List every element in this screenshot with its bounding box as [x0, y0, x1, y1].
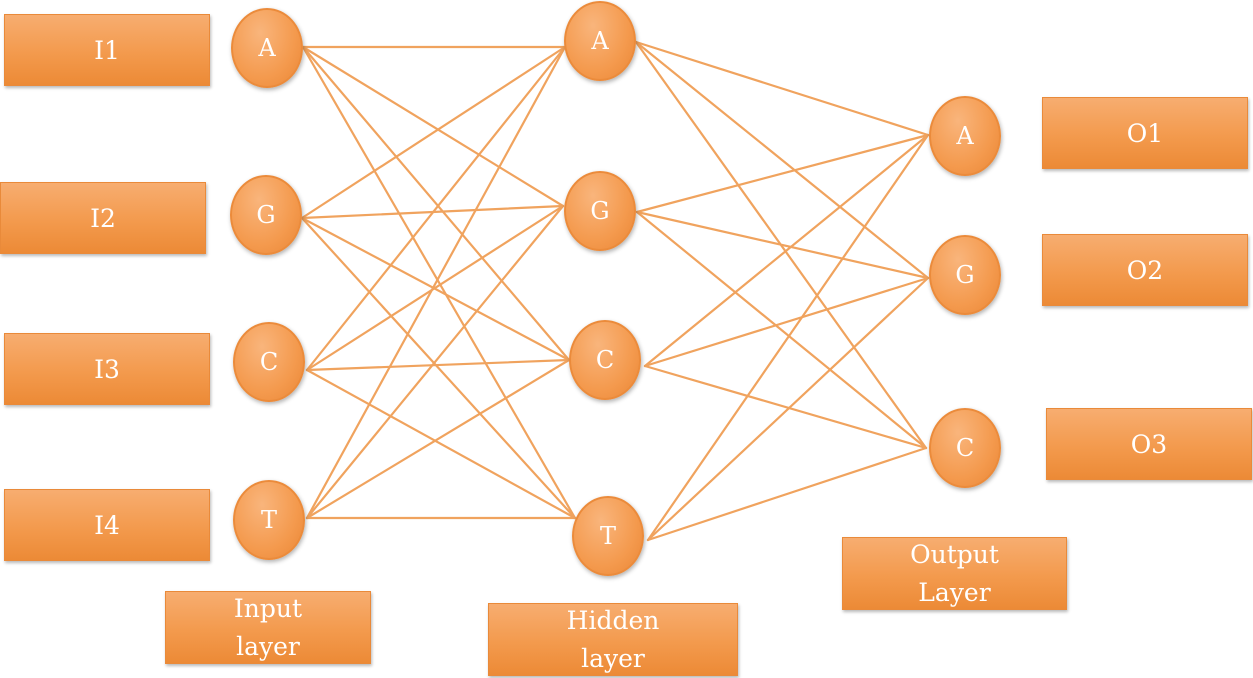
input-node-t: T [233, 480, 305, 560]
edge-input-hidden [305, 358, 571, 372]
edge-input-hidden [301, 45, 571, 362]
edge-input-hidden [300, 216, 571, 362]
hidden-node-a: A [564, 1, 636, 81]
input-node-c: C [233, 322, 305, 402]
input-layer-caption: Input layer [165, 591, 371, 664]
edge-hidden-output [635, 133, 930, 214]
output-box-o1: O1 [1042, 97, 1248, 169]
edge-hidden-output [634, 40, 930, 280]
output-box-o3: O3 [1046, 408, 1252, 480]
output-node-a: A [929, 96, 1001, 176]
edge-input-hidden [300, 45, 567, 220]
edge-hidden-output [635, 210, 928, 450]
edge-input-hidden [301, 45, 577, 520]
edge-input-hidden [305, 45, 567, 520]
edge-hidden-output [643, 276, 930, 368]
hidden-node-t: T [572, 496, 644, 576]
input-node-a: A [231, 8, 303, 88]
edge-hidden-output [646, 133, 930, 542]
hidden-node-g: G [564, 171, 636, 251]
output-caption-line2: Layer [918, 577, 991, 607]
hidden-node-c: C [569, 320, 641, 400]
output-node-c: C [929, 408, 1001, 488]
input-caption-line2: layer [236, 631, 300, 661]
hidden-caption-line2: layer [581, 643, 645, 673]
input-caption-line1: Input [233, 594, 303, 623]
edge-hidden-output [634, 40, 930, 137]
edge-input-hidden [305, 358, 571, 520]
edge-input-hidden [300, 216, 577, 520]
edge-input-hidden [305, 204, 565, 520]
input-box-i3: I3 [4, 333, 210, 405]
edge-hidden-output [635, 210, 930, 280]
edge-hidden-output [643, 364, 928, 450]
input-box-i4: I4 [4, 489, 210, 561]
hidden-layer-caption: Hidden layer [488, 603, 738, 676]
edge-input-hidden [305, 204, 565, 372]
input-node-g: G [230, 175, 302, 255]
edge-input-hidden [305, 368, 577, 520]
edge-hidden-output [646, 446, 928, 542]
output-caption-line1: Output [910, 540, 999, 569]
edge-input-hidden [301, 45, 565, 208]
input-box-i2: I2 [0, 182, 206, 254]
hidden-caption-line1: Hidden [566, 606, 660, 635]
output-box-o2: O2 [1042, 234, 1248, 306]
edge-hidden-output [643, 133, 930, 368]
output-layer-caption: Output Layer [842, 537, 1067, 610]
edge-input-hidden [305, 45, 567, 372]
edge-hidden-output [646, 276, 930, 542]
output-node-g: G [929, 235, 1001, 315]
input-box-i1: I1 [4, 14, 210, 86]
